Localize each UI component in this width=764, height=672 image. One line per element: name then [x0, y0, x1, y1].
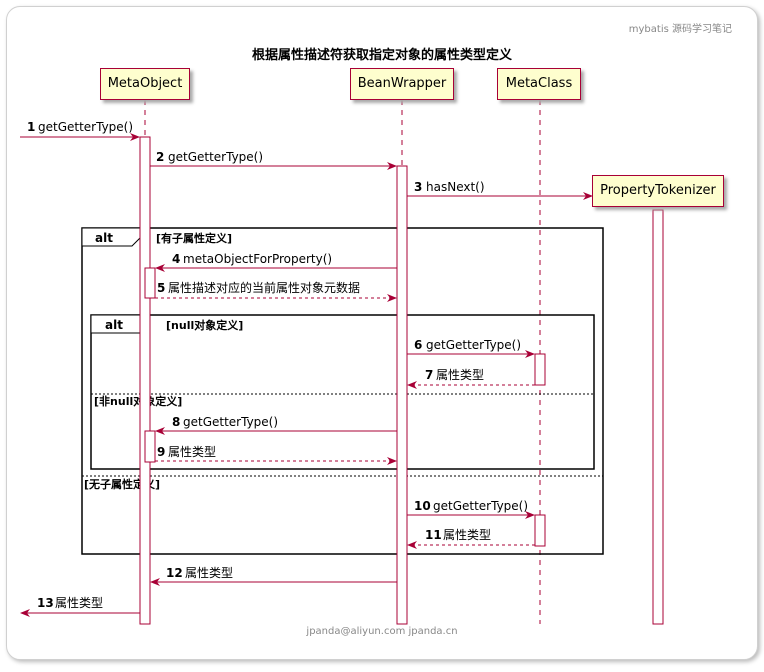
- message-num-2: 2: [156, 150, 164, 164]
- header-note: mybatis 源码学习笔记: [628, 24, 732, 35]
- message-text-5: 属性描述对应的当前属性对象元数据: [168, 280, 360, 295]
- message-num-10: 10: [414, 499, 431, 513]
- message-text-12: 属性类型: [185, 566, 233, 580]
- message-num-1: 1: [27, 120, 35, 134]
- message-text-3: hasNext(): [426, 180, 485, 194]
- message-text-13: 属性类型: [55, 596, 103, 610]
- message-text-10: getGetterType(): [433, 499, 528, 513]
- message-num-8: 8: [172, 415, 180, 429]
- alt-fragment-outer: [81, 227, 604, 555]
- activation-metaobject-main: [139, 136, 151, 625]
- message-text-7: 属性类型: [436, 368, 484, 382]
- message-text-4: metaObjectForProperty(): [183, 252, 332, 266]
- message-num-9: 9: [157, 445, 165, 459]
- message-text-1: getGetterType(): [38, 120, 133, 134]
- activation-metaclass-6: [534, 353, 546, 386]
- alt-label-inner: alt: [105, 318, 123, 332]
- alt-guard-inner-2: [非null对象定义]: [94, 394, 182, 408]
- message-num-12: 12: [166, 566, 183, 580]
- alt-guard-outer-1: [有子属性定义]: [156, 231, 232, 245]
- alt-label-outer: alt: [95, 231, 113, 245]
- footer-note: jpanda@aliyun.com jpanda.cn: [306, 626, 458, 637]
- message-text-6: getGetterType(): [426, 338, 521, 352]
- participant-metaobject: MetaObject: [100, 68, 190, 100]
- message-num-3: 3: [414, 180, 422, 194]
- message-num-13: 13: [37, 596, 54, 610]
- activation-propertytokenizer: [652, 209, 664, 625]
- message-num-4: 4: [172, 252, 180, 266]
- diagram-title: 根据属性描述符获取指定对象的属性类型定义: [251, 48, 512, 63]
- activation-metaobject-8: [144, 430, 156, 463]
- message-num-5: 5: [157, 281, 165, 295]
- participant-metaclass: MetaClass: [497, 68, 581, 100]
- alt-tab-outer: [81, 227, 141, 247]
- activation-beanwrapper-main: [396, 165, 408, 625]
- participant-beanwrapper: BeanWrapper: [350, 68, 454, 100]
- participant-propertytokenizer: PropertyTokenizer: [592, 175, 724, 207]
- alt-fragment-inner: [90, 314, 595, 470]
- message-text-9: 属性类型: [168, 445, 216, 459]
- message-num-6: 6: [414, 338, 422, 352]
- message-text-8: getGetterType(): [183, 415, 278, 429]
- activation-metaobject-4: [144, 267, 156, 299]
- alt-guard-inner-1: [null对象定义]: [166, 318, 243, 332]
- message-num-11: 11: [425, 528, 442, 542]
- message-num-7: 7: [425, 368, 433, 382]
- message-text-11: 属性类型: [443, 528, 491, 542]
- activation-metaclass-10: [534, 514, 546, 547]
- message-text-2: getGetterType(): [168, 150, 263, 164]
